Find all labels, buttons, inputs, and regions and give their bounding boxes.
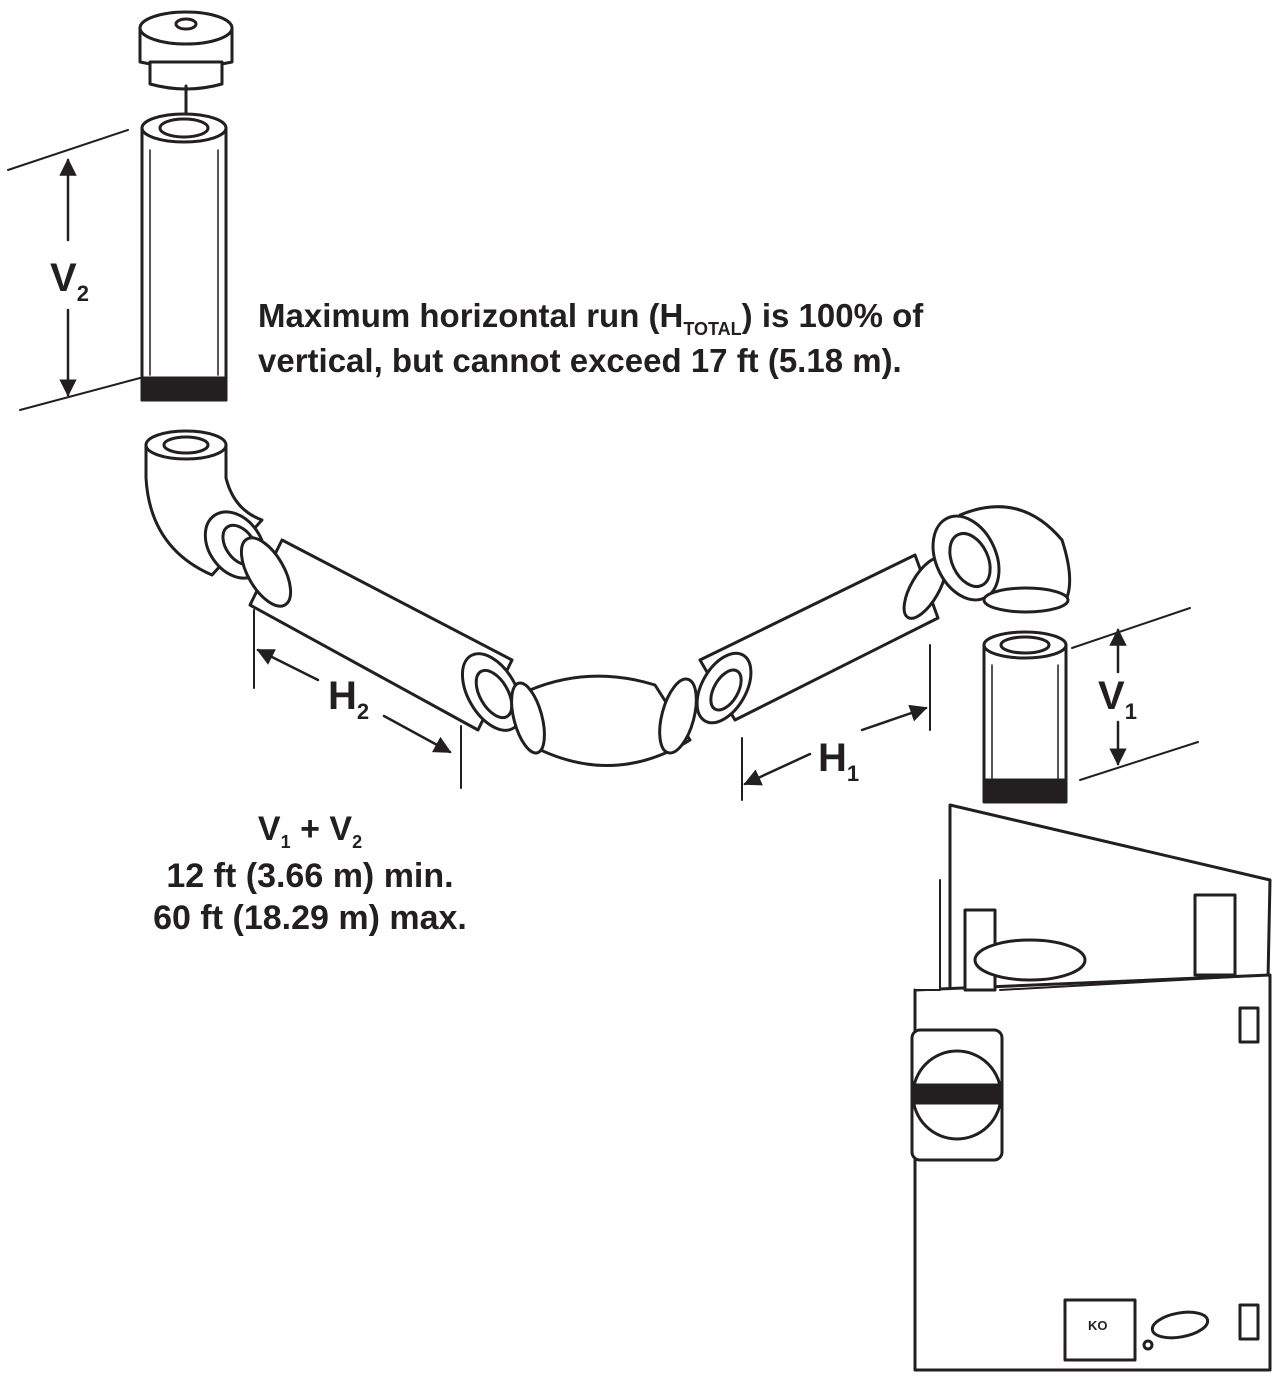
vertical-limits-note: V1 + V2 12 ft (3.66 m) min. 60 ft (18.29… bbox=[110, 808, 510, 939]
vertical-min: 12 ft (3.66 m) min. bbox=[166, 857, 454, 895]
dimension-h2 bbox=[253, 609, 462, 789]
horizontal-pipe-h2 bbox=[239, 536, 524, 732]
label-v1-sub: 1 bbox=[1124, 699, 1137, 724]
vertical-sum-v1: V bbox=[257, 810, 281, 848]
vertical-sum-v2-sub: 2 bbox=[352, 832, 363, 852]
label-h2: H2 bbox=[328, 674, 369, 723]
dimension-v2 bbox=[7, 129, 141, 411]
label-h2-main: H bbox=[328, 674, 357, 718]
vent-terminal-cap bbox=[138, 10, 234, 114]
label-v1: V1 bbox=[1098, 674, 1137, 723]
vertical-max: 60 ft (18.29 m) max. bbox=[153, 899, 467, 937]
vertical-pipe-v2 bbox=[140, 112, 228, 402]
horizontal-run-note: Maximum horizontal run (HTOTAL) is 100% … bbox=[258, 296, 923, 381]
upper-right-elbow bbox=[931, 505, 1072, 614]
horizontal-run-note-line2: vertical, but cannot exceed 17 ft (5.18 … bbox=[258, 342, 902, 379]
note-line1-sub: TOTAL bbox=[683, 319, 742, 339]
vertical-sum-v1-sub: 1 bbox=[280, 832, 291, 852]
label-v1-main: V bbox=[1098, 674, 1125, 718]
furnace-cabinet bbox=[910, 803, 1272, 1372]
vertical-pipe-v1 bbox=[982, 630, 1068, 804]
vertical-sum-plus: + V bbox=[290, 810, 353, 848]
bottom-elbow bbox=[510, 674, 698, 767]
label-h1-sub: 1 bbox=[846, 761, 860, 786]
label-h2-sub: 2 bbox=[356, 699, 370, 724]
label-v2-main: V bbox=[50, 256, 77, 300]
label-h1: H1 bbox=[818, 736, 859, 785]
note-line1-suffix: ) is 100% of bbox=[741, 297, 924, 334]
label-v2-sub: 2 bbox=[76, 281, 89, 306]
furnace-ko-label: KO bbox=[1088, 1318, 1108, 1333]
dimension-h1 bbox=[741, 644, 931, 801]
horizontal-pipe-h1 bbox=[695, 553, 948, 725]
dimension-v1 bbox=[1071, 607, 1199, 781]
note-line1-prefix: Maximum horizontal run (H bbox=[258, 297, 684, 334]
label-v2: V2 bbox=[50, 256, 89, 305]
horizontal-run-note-line1: Maximum horizontal run (HTOTAL) is 100% … bbox=[258, 296, 923, 341]
label-h1-main: H bbox=[818, 736, 847, 780]
vertical-sum: V1 + V2 bbox=[110, 808, 510, 855]
